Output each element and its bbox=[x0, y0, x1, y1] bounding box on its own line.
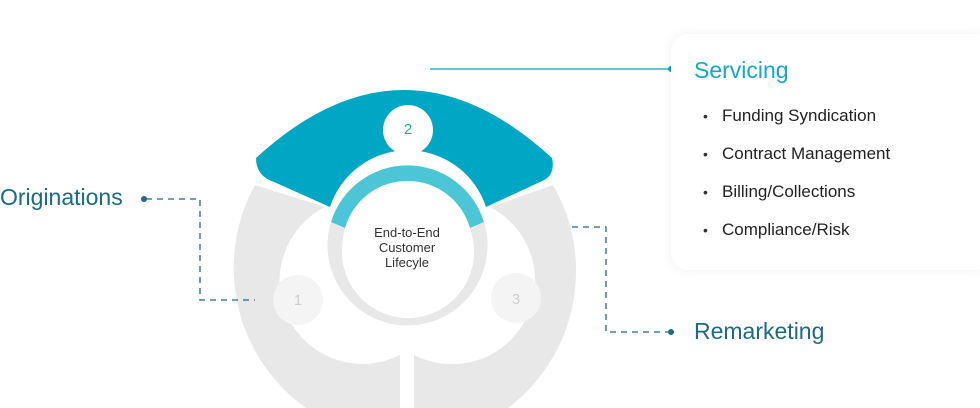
connector-originations bbox=[146, 198, 255, 301]
servicing-title[interactable]: Servicing bbox=[694, 57, 789, 83]
servicing-list: Funding Syndication Contract Management … bbox=[703, 104, 890, 256]
stage-2-circle[interactable] bbox=[383, 105, 433, 155]
list-item: Compliance/Risk bbox=[703, 218, 890, 256]
segment-remarketing[interactable] bbox=[414, 185, 577, 408]
center-label: End-to-End Customer Lifecyle bbox=[347, 225, 467, 270]
list-item: Billing/Collections bbox=[703, 180, 890, 218]
remarketing-label[interactable]: Remarketing bbox=[694, 318, 825, 344]
stage-3-circle[interactable] bbox=[491, 273, 541, 323]
stage-3-number: 3 bbox=[511, 291, 521, 308]
segment-originations[interactable] bbox=[233, 185, 400, 408]
connector-servicing bbox=[430, 66, 674, 72]
originations-label[interactable]: Originations bbox=[0, 184, 123, 210]
center-line-1: End-to-End bbox=[374, 225, 440, 240]
inner-ring-teal bbox=[331, 165, 484, 228]
servicing-card: Servicing Funding Syndication Contract M… bbox=[671, 34, 980, 270]
center-circle bbox=[342, 186, 474, 318]
center-line-3: Lifecyle bbox=[384, 255, 430, 270]
list-item: Contract Management bbox=[703, 142, 890, 180]
center-line-2: Customer bbox=[378, 240, 436, 255]
stage-1-number: 1 bbox=[293, 292, 303, 309]
list-item: Funding Syndication bbox=[703, 104, 890, 142]
stage-1-circle[interactable] bbox=[273, 275, 323, 325]
connector-originations-dot bbox=[141, 196, 147, 202]
stage-2-number: 2 bbox=[403, 121, 413, 138]
connector-remarketing-dot bbox=[668, 329, 674, 335]
connector-remarketing bbox=[572, 226, 668, 333]
